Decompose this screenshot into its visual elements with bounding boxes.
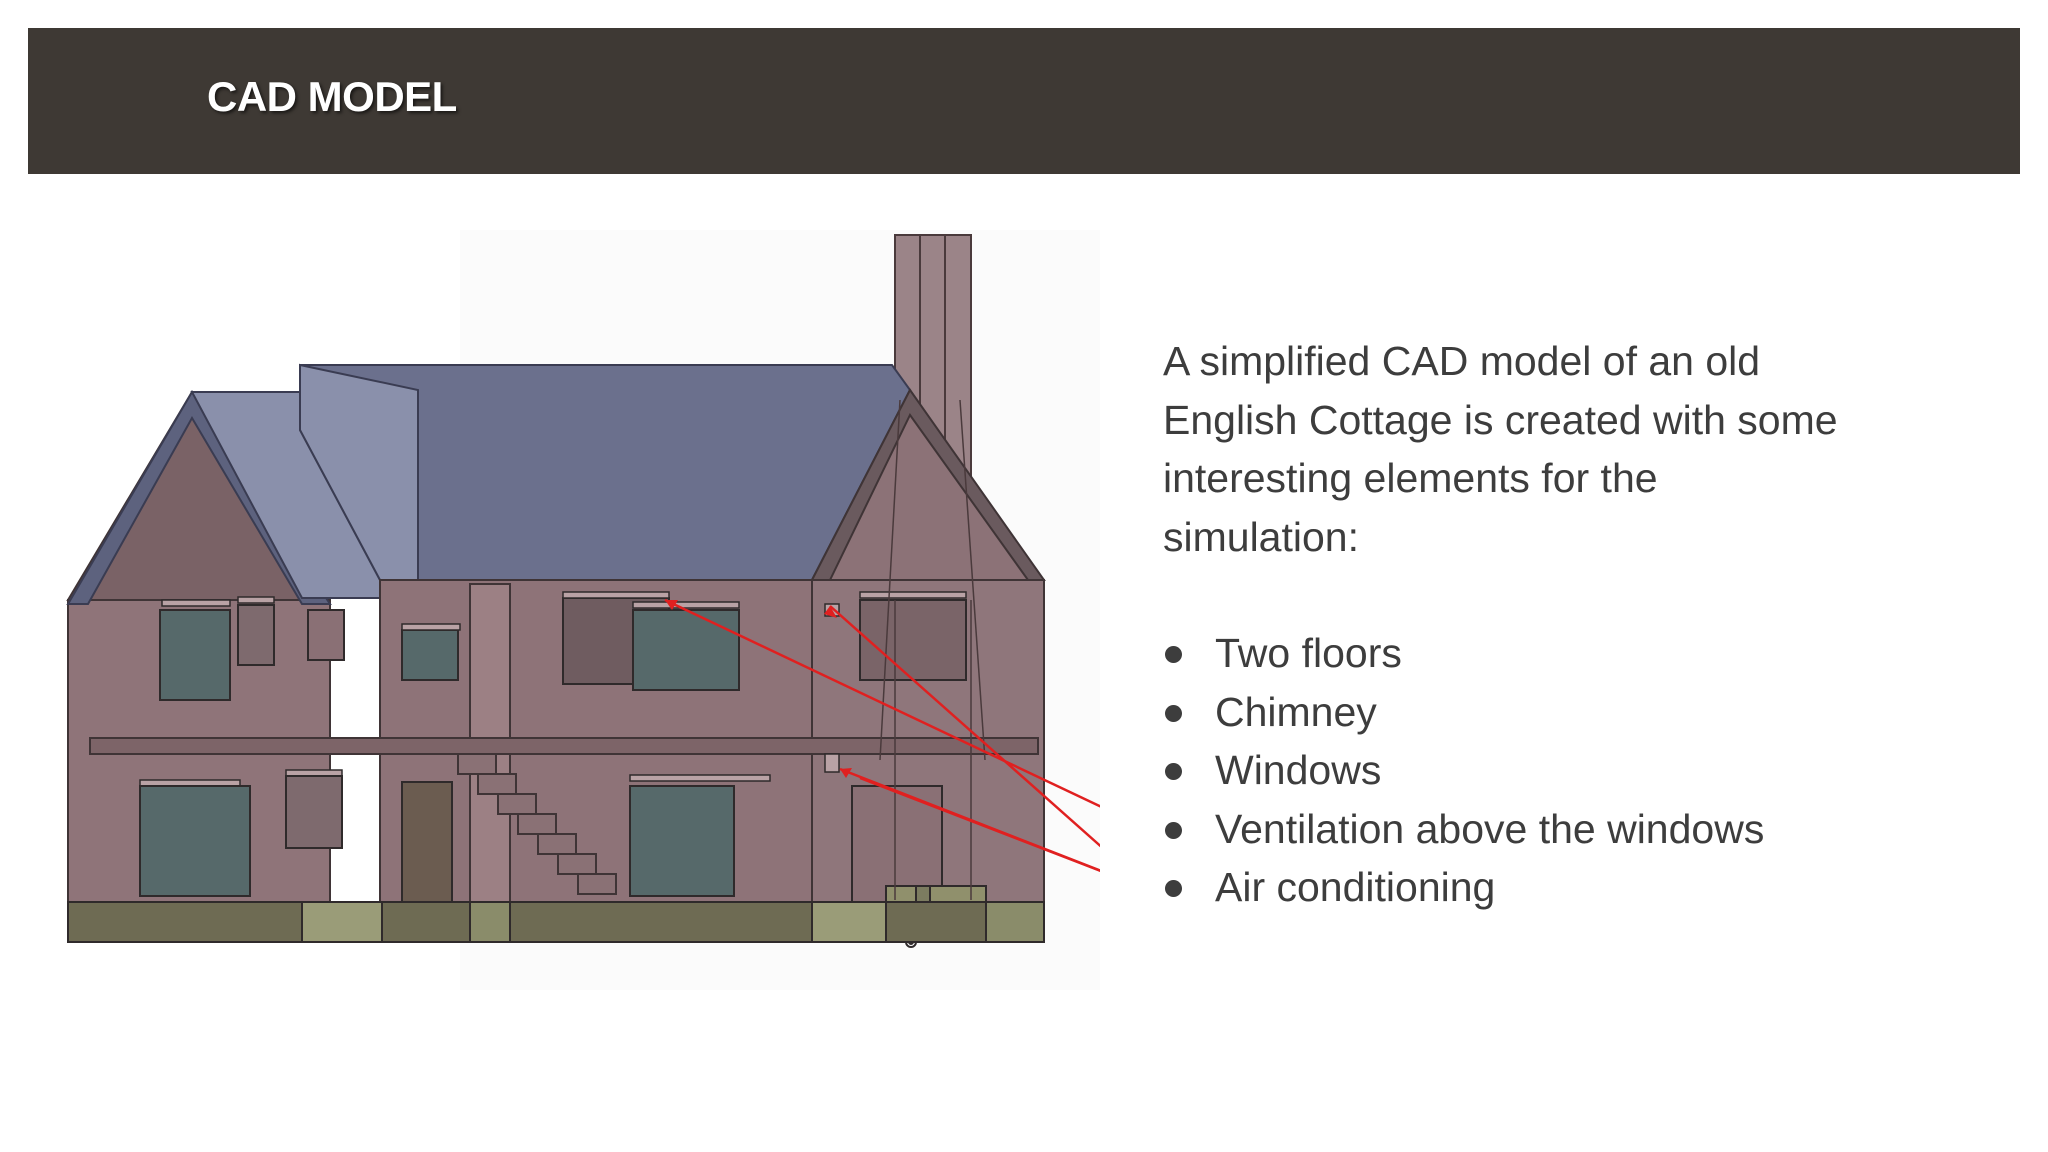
feature-item: Windows <box>1163 741 1923 800</box>
feature-label: Air conditioning <box>1215 864 1496 910</box>
foundation <box>67 901 1045 943</box>
intro-line: simulation: <box>1163 513 1359 560</box>
bullet-icon <box>1165 821 1182 839</box>
main-roof <box>299 363 912 581</box>
chimney-flue <box>879 399 986 900</box>
lower-windows <box>139 775 735 897</box>
ventilation-slots <box>139 591 967 787</box>
cad-model-image <box>40 200 1100 990</box>
intro-line: A simplified CAD model of an old <box>1163 338 1761 384</box>
bullet-icon <box>1165 763 1182 780</box>
feature-item: Ventilation above the windows <box>1163 800 1923 859</box>
slide-title: CAD MODEL <box>207 73 457 120</box>
feature-label: Two floors <box>1215 630 1402 676</box>
annotation-arrows <box>664 598 1100 873</box>
floor-divider <box>89 737 1039 755</box>
feature-item: Chimney <box>1163 683 1923 742</box>
staircase <box>457 753 617 895</box>
feature-item: Air conditioning <box>1163 858 1923 917</box>
feature-label: Windows <box>1215 747 1382 793</box>
feature-list: Two floors Chimney Windows Ventilation a… <box>1163 624 1923 917</box>
bullet-icon <box>1165 704 1182 722</box>
feature-item: Two floors <box>1163 624 1923 683</box>
title-bar <box>28 28 2020 174</box>
bullet-icon <box>1165 880 1182 897</box>
arrowheads <box>665 600 852 778</box>
intro-paragraph: A simplified CAD model of an old English… <box>1163 332 1923 566</box>
upper-windows <box>159 597 967 701</box>
slide-body: A simplified CAD model of an old English… <box>1163 332 1923 917</box>
feature-label: Chimney <box>1215 688 1377 735</box>
intro-line: interesting elements for the <box>1163 455 1658 501</box>
bullet-icon <box>1165 646 1182 663</box>
intro-line: English Cottage is created with some <box>1163 396 1838 443</box>
feature-label: Ventilation above the windows <box>1215 805 1765 852</box>
